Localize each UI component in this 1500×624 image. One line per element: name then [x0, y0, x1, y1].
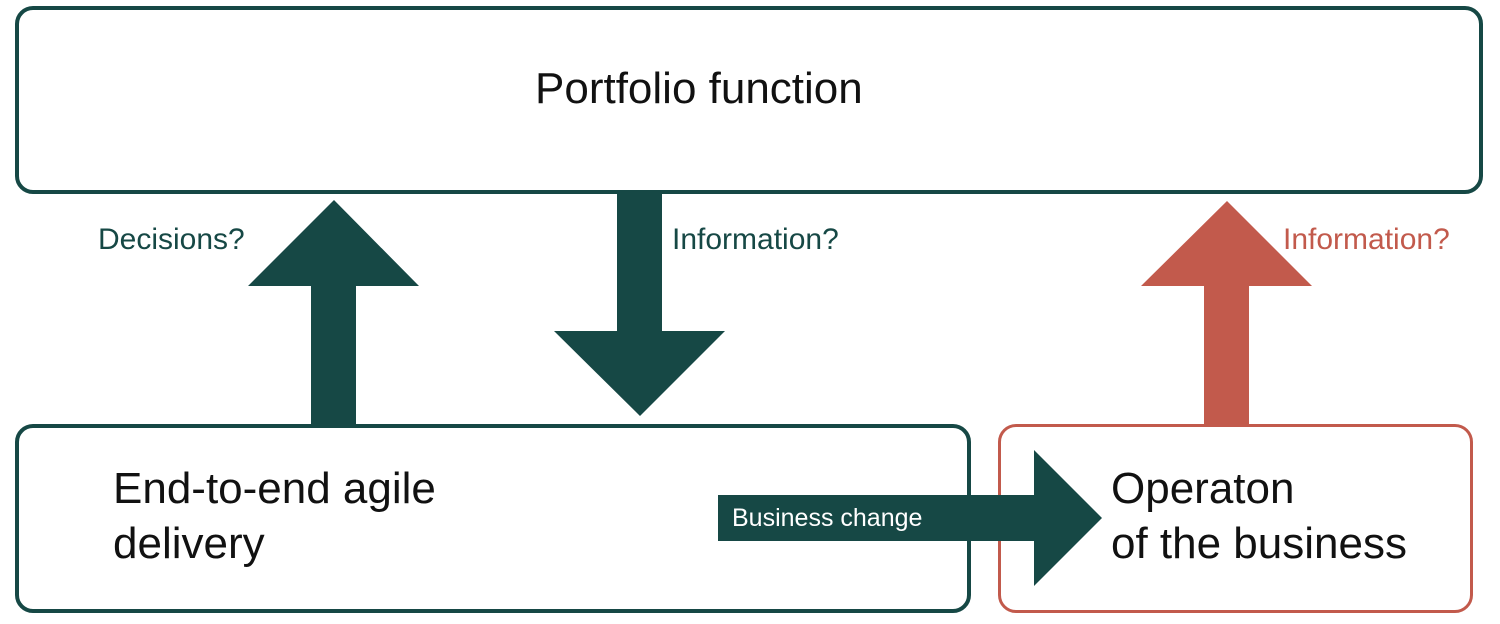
information-up-label: Information? [1283, 223, 1450, 256]
information-down-label: Information? [672, 223, 839, 256]
information-up-arrow-icon [1141, 201, 1312, 427]
portfolio-function-title: Portfolio function [535, 64, 863, 113]
operation-title-line2: of the business [1111, 519, 1407, 568]
operation-title-line1: Operaton [1111, 464, 1295, 513]
business-change-label: Business change [732, 504, 923, 532]
portfolio-function-box: Portfolio function [15, 6, 1483, 194]
information-down-arrow-icon [554, 192, 725, 416]
decisions-up-arrow-icon [248, 200, 419, 428]
agile-delivery-title-line1: End-to-end agile [113, 464, 436, 513]
business-change-right-arrow-icon [718, 450, 1102, 586]
agile-delivery-title-line2: delivery [113, 519, 265, 568]
decisions-label: Decisions? [98, 223, 245, 256]
